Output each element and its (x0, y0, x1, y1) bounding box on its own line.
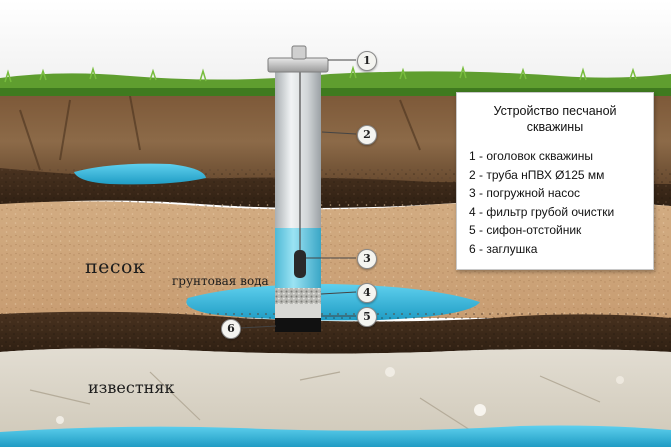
marker-5: 5 (357, 307, 377, 327)
marker-3: 3 (357, 249, 377, 269)
submersible-pump (294, 250, 306, 278)
legend-title-line: скважины (526, 120, 584, 134)
marker-4: 4 (357, 283, 377, 303)
marker-1: 1 (357, 51, 377, 71)
legend-title: Устройство песчаной скважины (457, 103, 653, 135)
marker-2: 2 (357, 125, 377, 145)
marker-6: 6 (221, 319, 241, 339)
legend-item: 1 - оголовок скважины (469, 149, 593, 163)
legend-item: 5 - сифон-отстойник (469, 223, 582, 237)
sand-label: песок (85, 256, 146, 278)
legend-item: 4 - фильтр грубой очистки (469, 204, 615, 219)
limestone-label: известняк (88, 378, 175, 397)
legend-item: 3 - погружной насос (469, 186, 581, 200)
legend-box: Устройство песчаной скважины 1 - оголово… (456, 92, 654, 270)
well-head (267, 57, 329, 73)
legend-item: 2 - труба нПВХ Ø125 мм (469, 167, 605, 182)
legend-list: 1 - оголовок скважины 2 - труба нПВХ Ø12… (457, 147, 653, 258)
legend-item: 6 - заглушка (469, 241, 538, 256)
legend-title-line: Устройство песчаной (493, 104, 617, 118)
coarse-filter (275, 288, 321, 304)
groundwater-label: грунтовая вода (172, 274, 269, 288)
end-plug (275, 318, 321, 332)
